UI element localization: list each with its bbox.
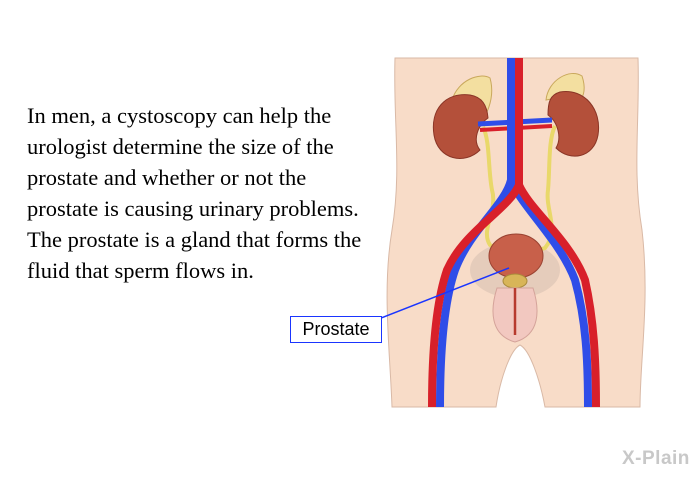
bladder bbox=[488, 233, 544, 279]
caption-text: In men, a cystoscopy can help the urolog… bbox=[27, 103, 362, 283]
label-pointer-line bbox=[380, 267, 510, 319]
aorta bbox=[428, 58, 600, 408]
kidney-right bbox=[547, 91, 600, 157]
kidney-left bbox=[432, 94, 489, 159]
vena-cava bbox=[436, 58, 592, 408]
ureter-left bbox=[481, 126, 502, 254]
prostate-label: Prostate bbox=[290, 316, 382, 343]
prostate bbox=[502, 273, 528, 289]
x-plain-logo: X-Plain bbox=[622, 448, 690, 469]
